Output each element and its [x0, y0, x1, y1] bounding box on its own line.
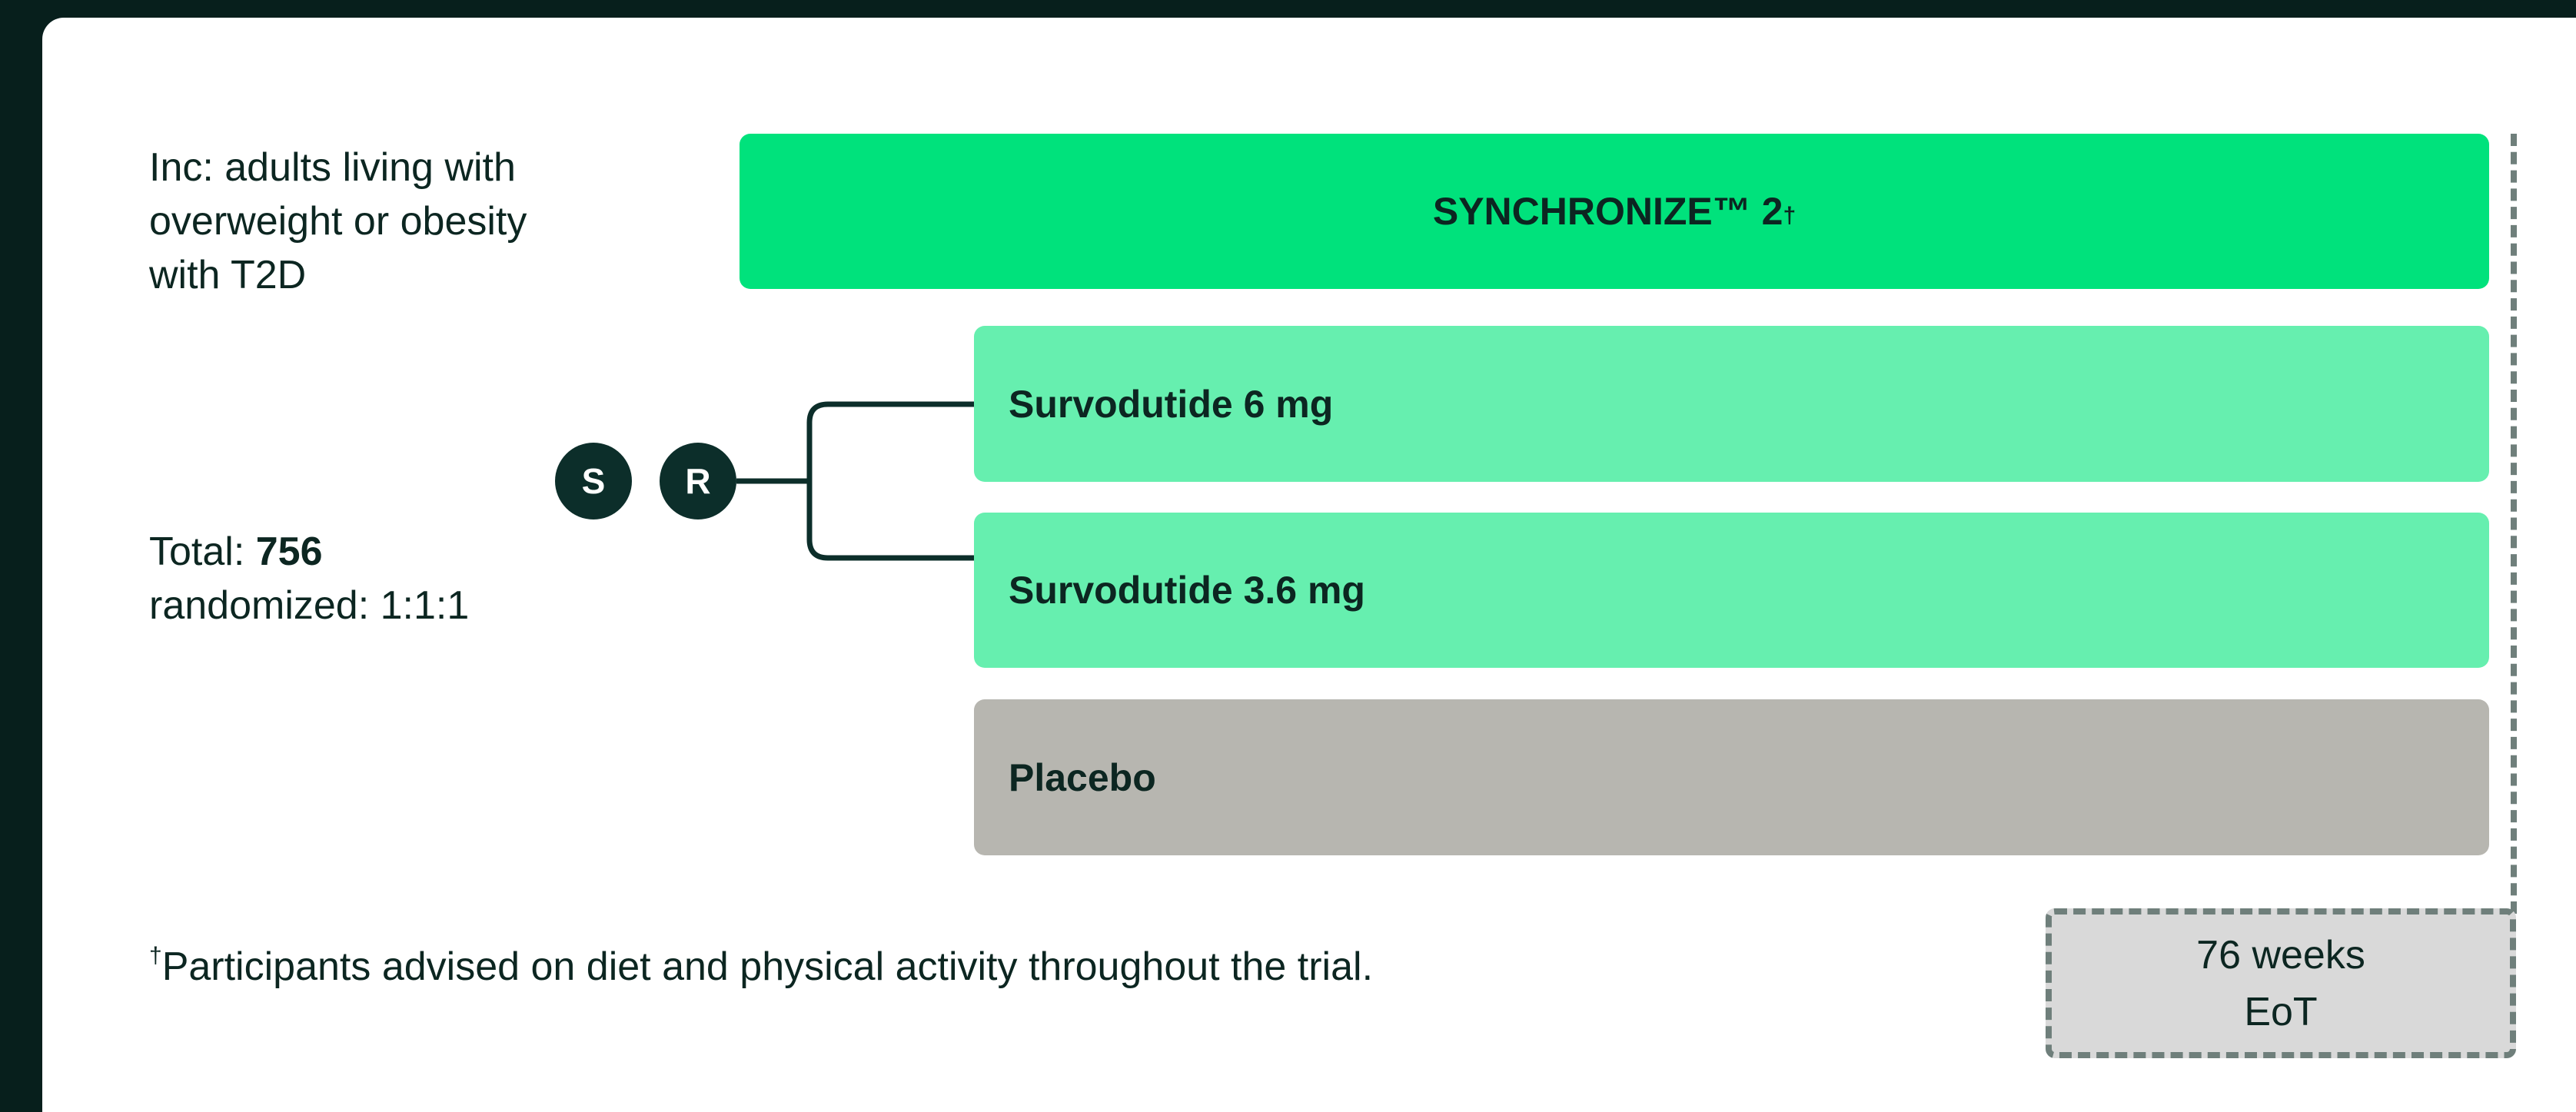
arm-survodutide-6mg: Survodutide 6 mg: [974, 326, 2489, 482]
total-line: Total: 756: [149, 525, 469, 579]
timeline-line: [2511, 134, 2517, 914]
endpoint-duration: 76 weeks: [2196, 932, 2365, 978]
randomization-node-label: R: [685, 461, 711, 501]
footnote: †Participants advised on diet and physic…: [149, 940, 1373, 994]
study-banner: SYNCHRONIZE™ 2†: [740, 134, 2489, 289]
footnote-text: Participants advised on diet and physica…: [161, 944, 1374, 989]
arm-label: Survodutide 6 mg: [1009, 382, 1334, 426]
total-summary: Total: 756 randomized: 1:1:1: [149, 525, 469, 632]
inclusion-line-1: Inc: adults living with: [149, 145, 516, 190]
footnote-marker: †: [149, 943, 162, 968]
inclusion-line-2: overweight or obesity: [149, 199, 527, 244]
arm-label: Placebo: [1009, 755, 1156, 799]
randomized-ratio: randomized: 1:1:1: [149, 583, 470, 628]
study-name: SYNCHRONIZE™ 2: [1432, 190, 1783, 233]
inclusion-line-3: with T2D: [149, 253, 307, 297]
arm-survodutide-3-6mg: Survodutide 3.6 mg: [974, 513, 2489, 668]
study-marker: †: [1783, 203, 1797, 228]
diagram-card: Inc: adults living with overweight or ob…: [42, 18, 2576, 1112]
bracket-arms: [806, 401, 974, 561]
total-prefix: Total:: [149, 529, 256, 574]
inclusion-criteria: Inc: adults living with overweight or ob…: [149, 141, 527, 302]
end-of-treatment-box: 76 weeks EoT: [2046, 908, 2516, 1058]
arm-label: Survodutide 3.6 mg: [1009, 569, 1365, 612]
randomization-bracket: [736, 401, 974, 561]
screening-node-label: S: [581, 461, 606, 501]
randomization-node: R: [660, 443, 736, 519]
total-value: 756: [255, 529, 323, 574]
arm-placebo: Placebo: [974, 699, 2489, 855]
endpoint-label: EoT: [2244, 989, 2318, 1034]
screening-node: S: [555, 443, 632, 519]
